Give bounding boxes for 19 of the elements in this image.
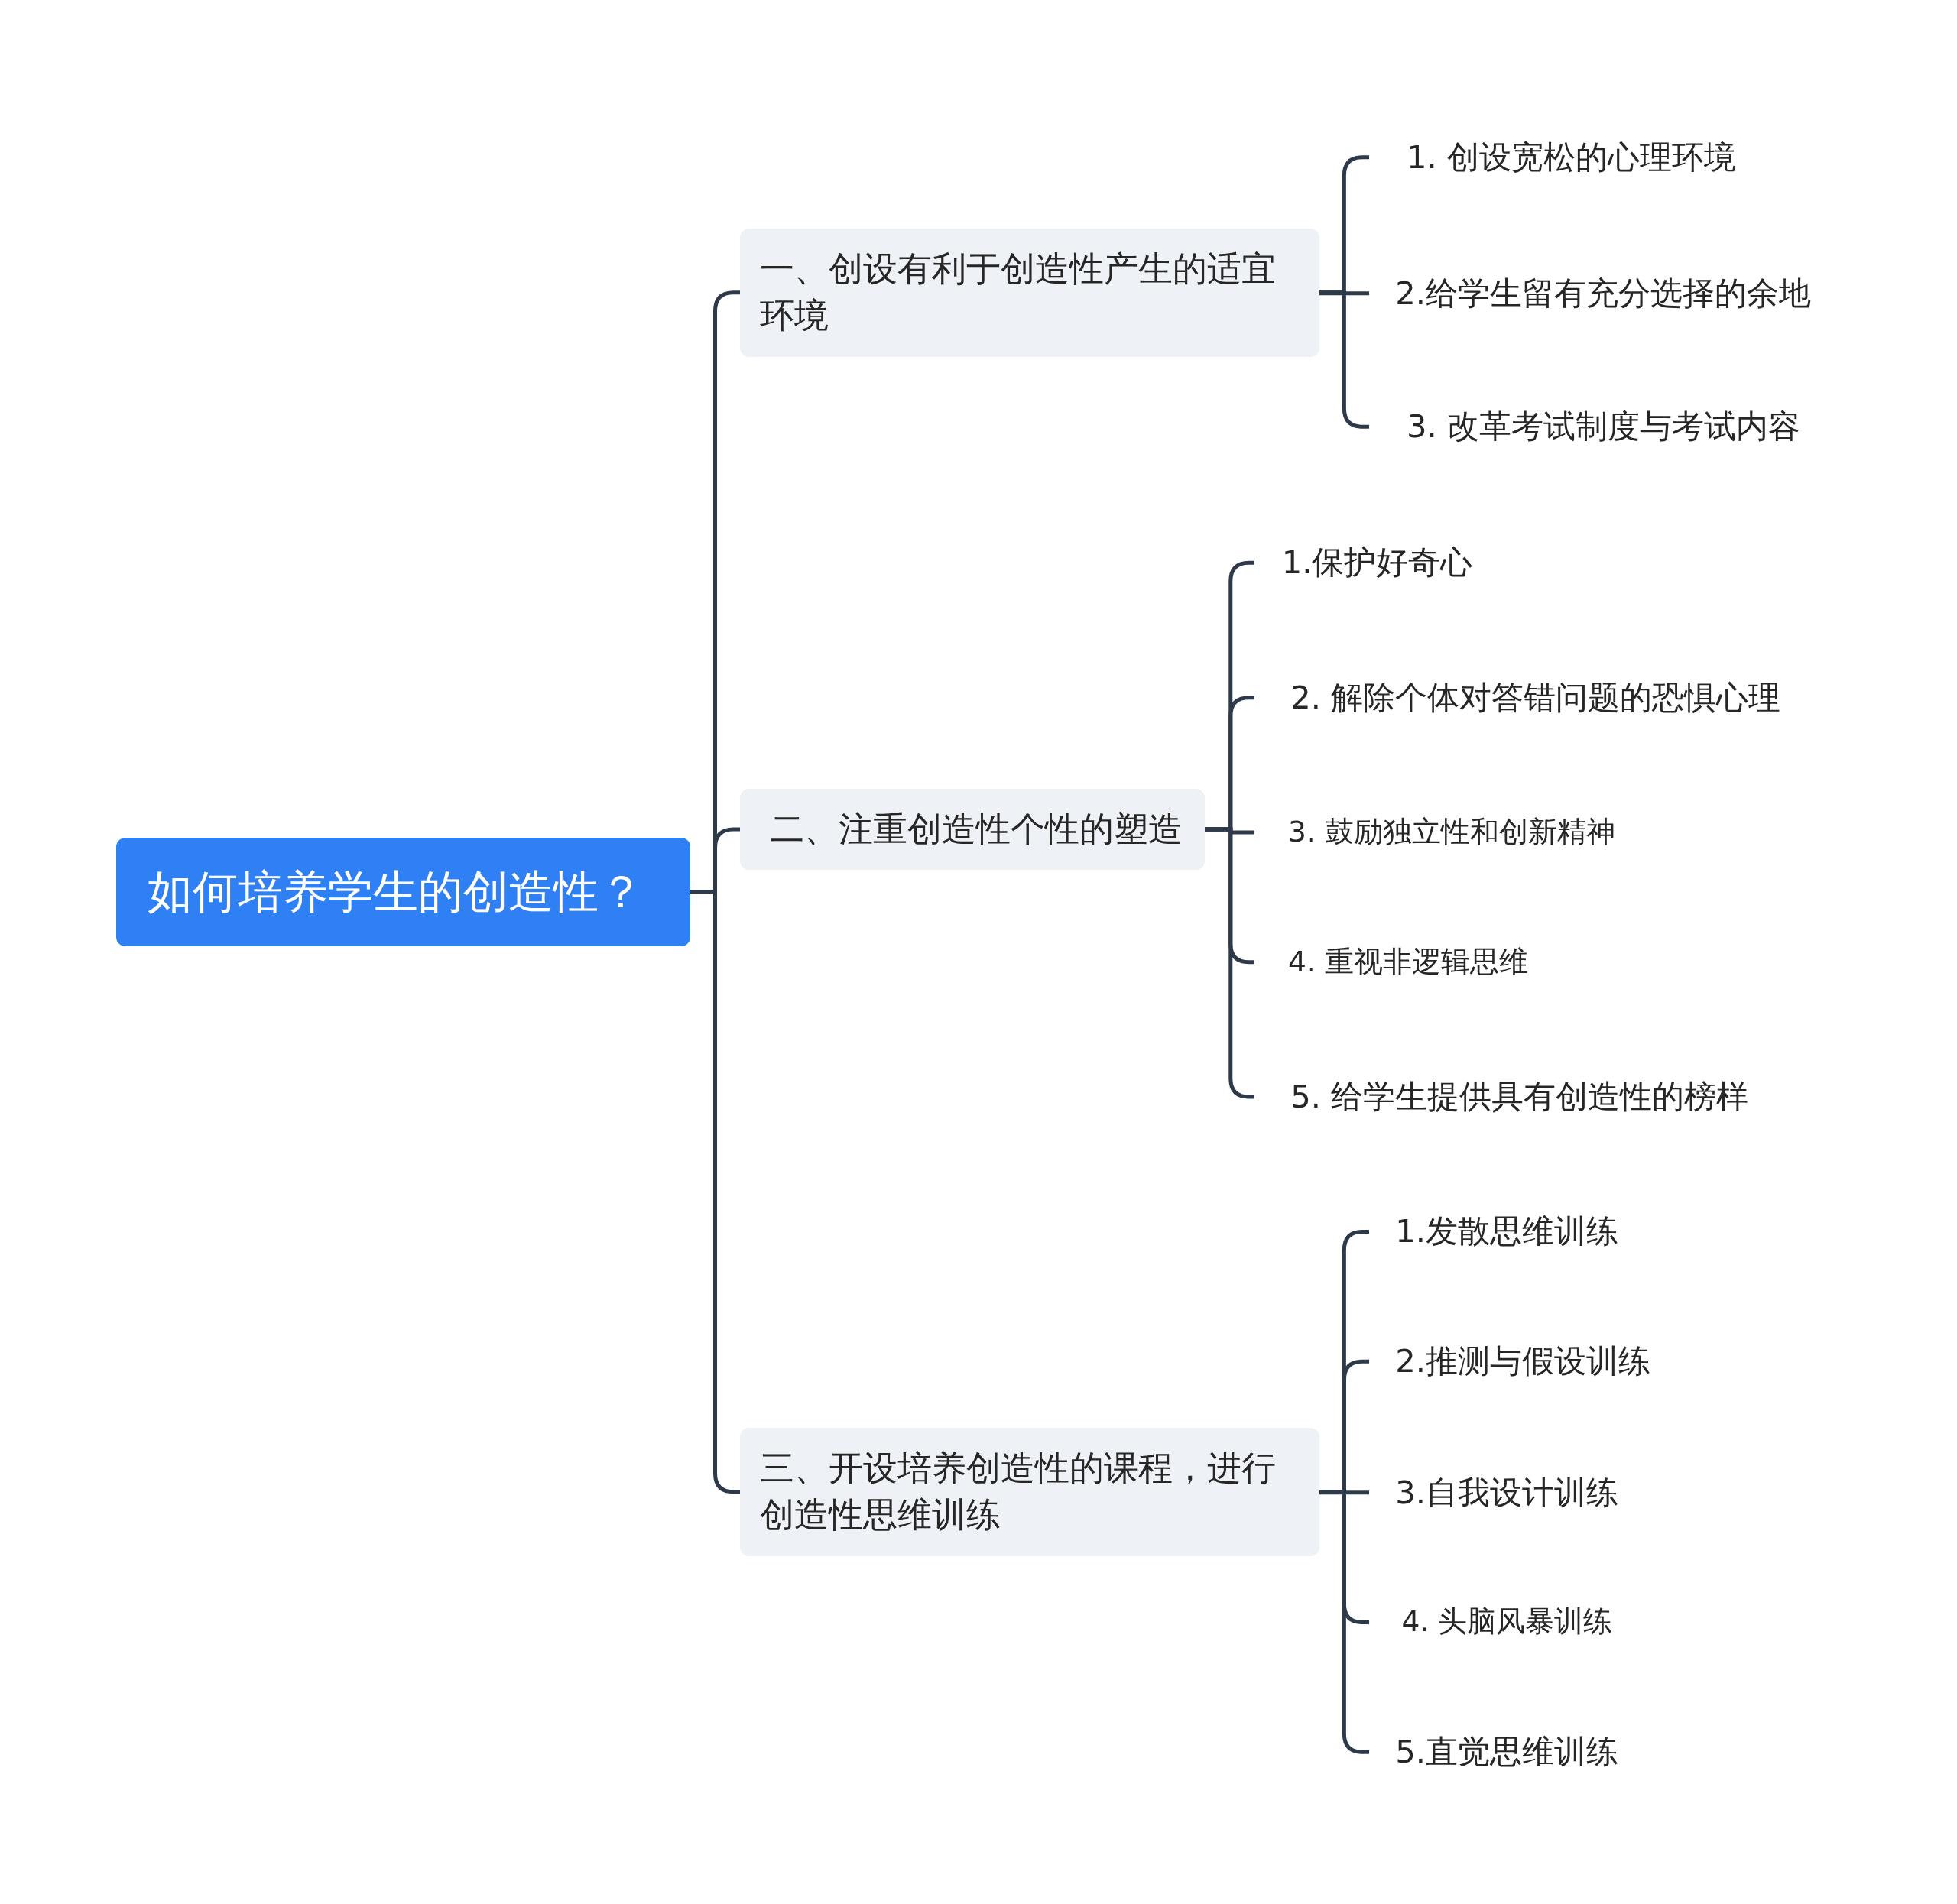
subtopic-text: 2. 解除个体对答错问题的恐惧心理 — [1254, 673, 1781, 723]
subtopic-text: 5.直觉思维训练 — [1369, 1727, 1618, 1777]
subtopic-text: 3. 改革考试制度与考试内容 — [1369, 401, 1800, 452]
subtopic-text: 3.自我设计训练 — [1369, 1468, 1618, 1518]
subtopic-text: 4. 头脑风暴训练 — [1369, 1597, 1613, 1648]
subtopic-text: 1.保护好奇心 — [1254, 537, 1473, 588]
subtopic-text: 2.推测与假设训练 — [1369, 1336, 1650, 1387]
subtopic-text: 3. 鼓励独立性和创新精神 — [1254, 807, 1615, 858]
subtopic-text: 2.给学生留有充分选择的余地 — [1369, 268, 1811, 319]
subtopic-text: 4. 重视非逻辑思维 — [1254, 937, 1528, 988]
subtopic-text: 1. 创设宽松的心理环境 — [1369, 132, 1736, 183]
subtopic-text: 5. 给学生提供具有创造性的榜样 — [1254, 1072, 1749, 1122]
subtopic-text: 1.发散思维训练 — [1369, 1206, 1618, 1257]
central-topic-box: 如何培养学生的创造性？ — [115, 837, 690, 946]
connector-line — [1319, 291, 1369, 296]
connector-line — [1319, 1490, 1369, 1495]
topic-box: 一、创设有利于创造性产生的适宜环境 — [740, 228, 1319, 357]
topic-box: 二、注重创造性个性的塑造 — [740, 788, 1205, 870]
topic-box: 三、开设培养创造性的课程，进行创造性思维训练 — [740, 1427, 1319, 1556]
